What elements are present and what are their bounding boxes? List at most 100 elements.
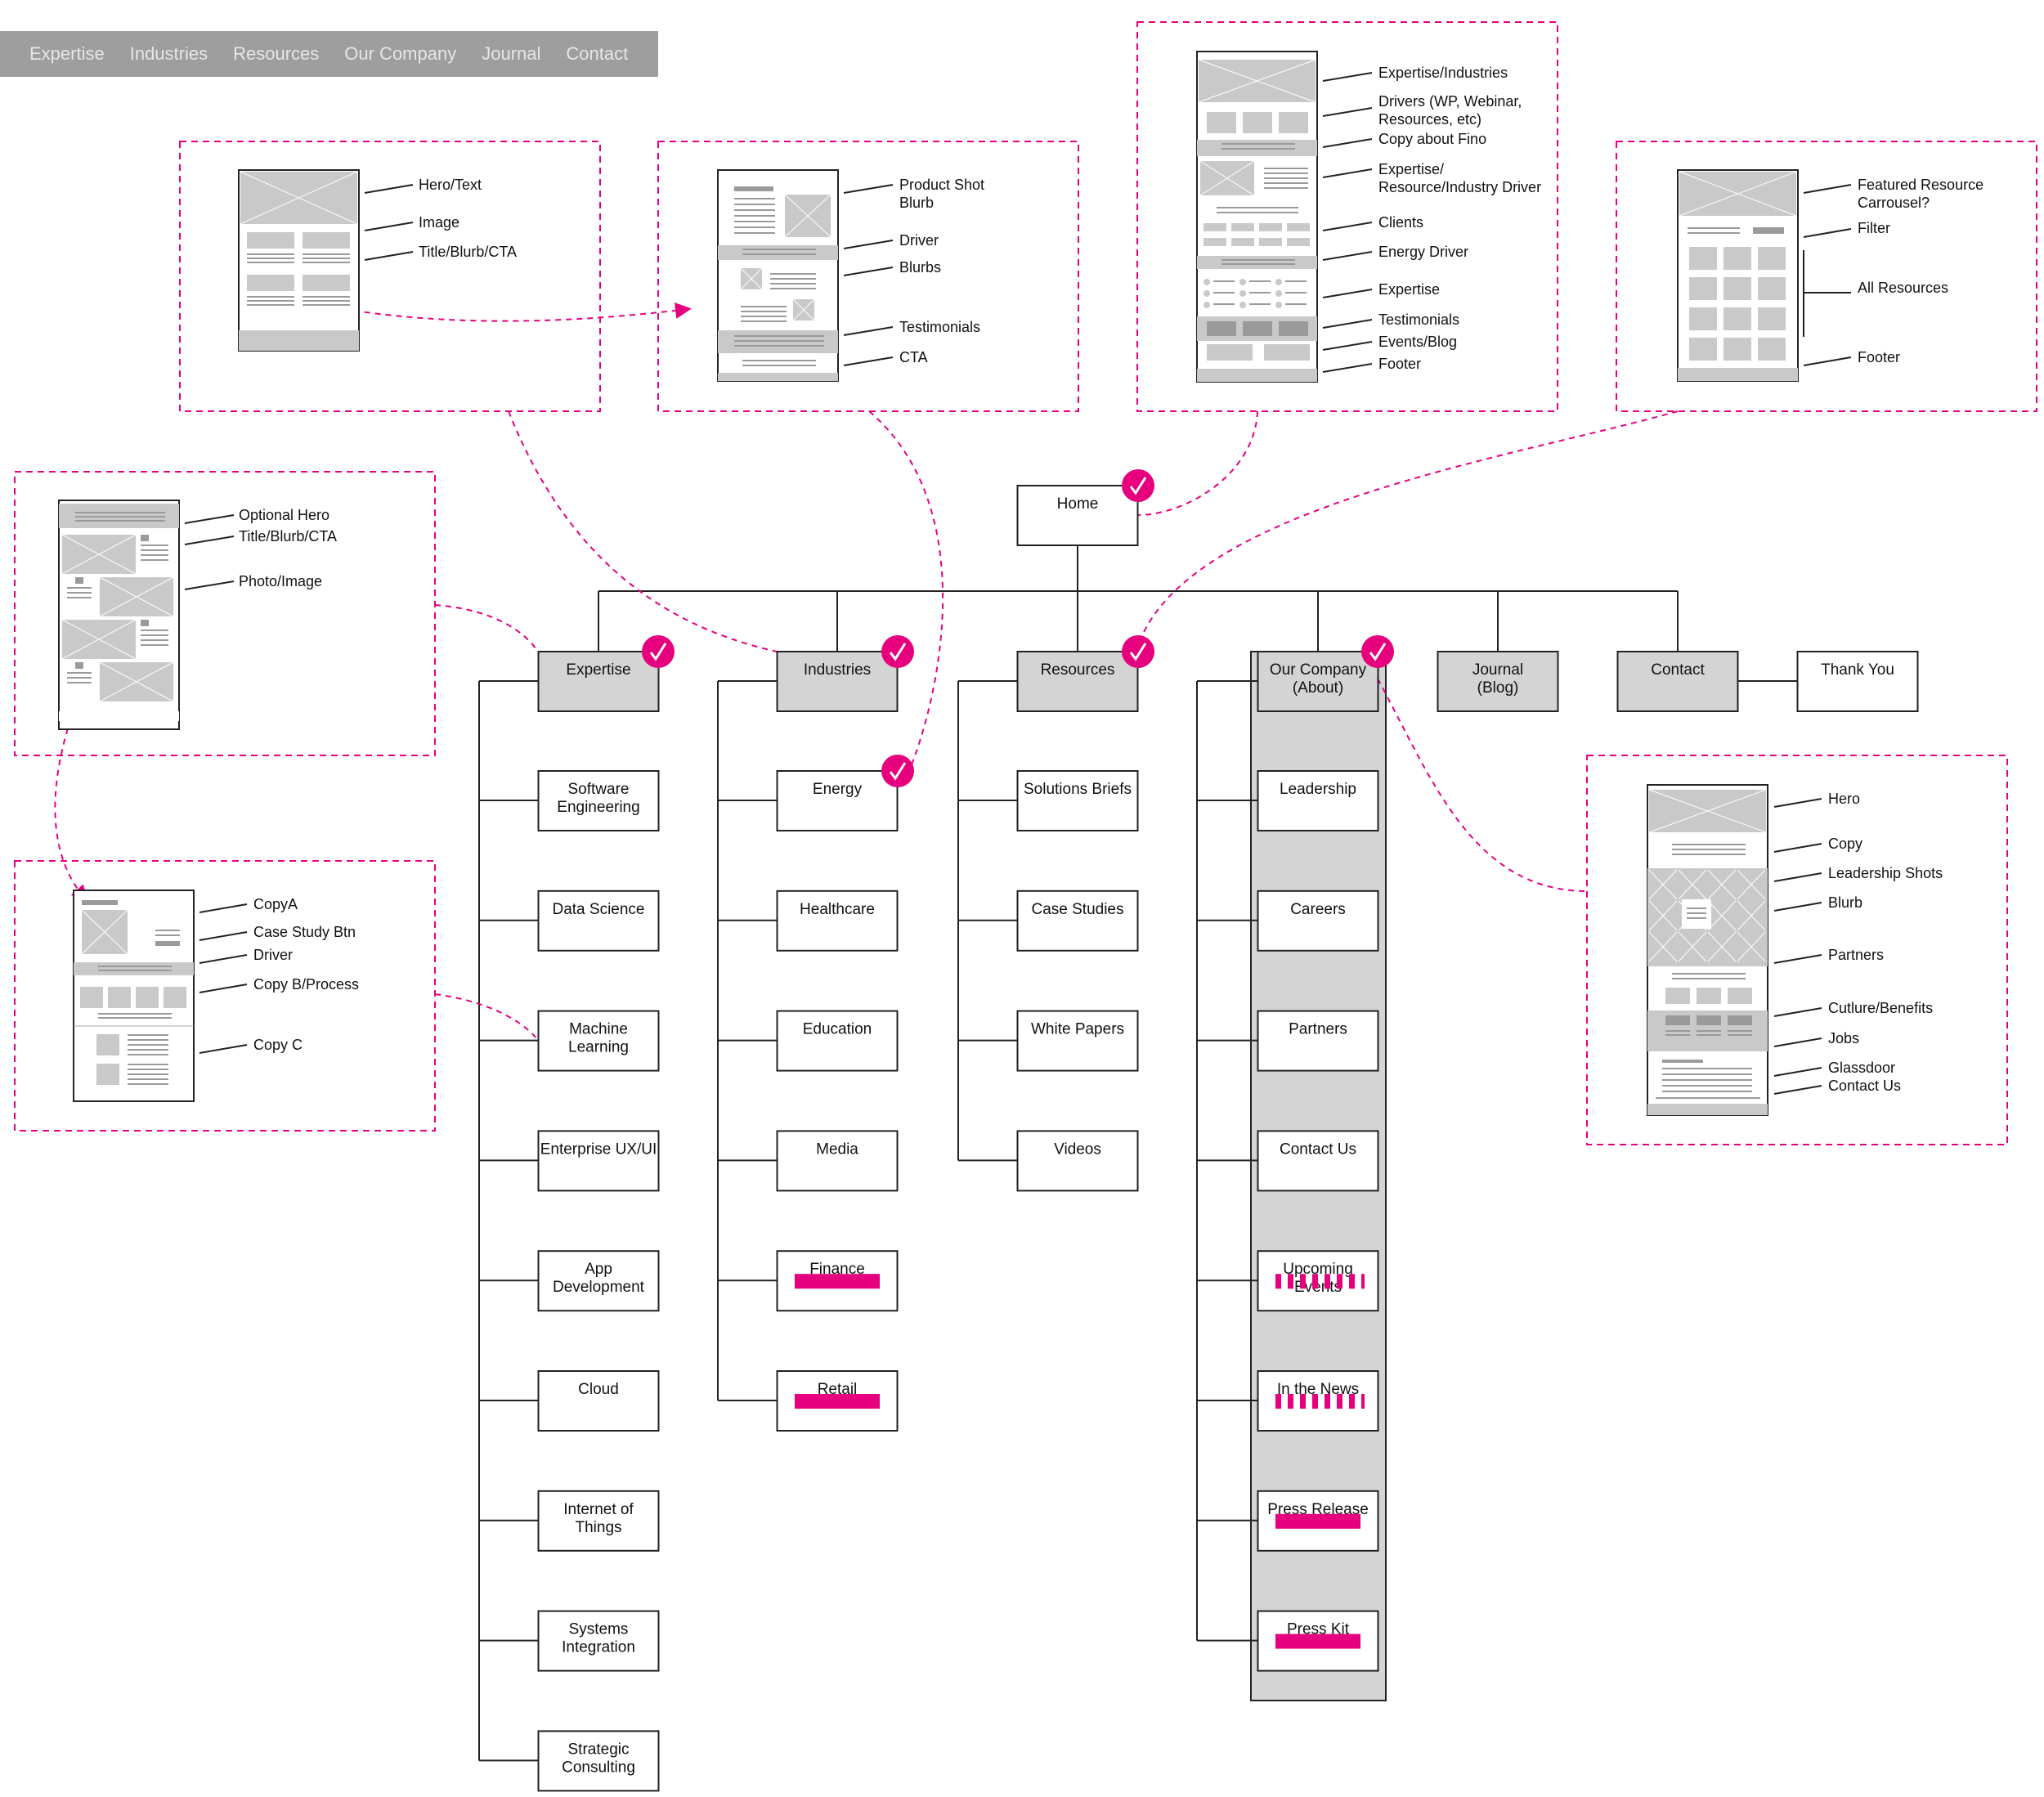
link-hero-to-product [343, 302, 692, 322]
svg-text:Footer: Footer [1858, 349, 1900, 365]
nav-item-resources[interactable]: Resources [233, 43, 320, 64]
node-case-studies[interactable]: Case Studies [1016, 890, 1139, 952]
node-label: Integration [562, 1639, 635, 1656]
node-box[interactable] [537, 1130, 660, 1192]
svg-text:Featured Resource: Featured Resource [1858, 177, 1983, 193]
svg-text:Image: Image [419, 214, 459, 231]
node-data-science[interactable]: Data Science [537, 890, 660, 952]
node-expertise[interactable]: Expertise [537, 651, 660, 712]
node-energy[interactable]: Energy [776, 770, 899, 831]
node-in-the-news[interactable]: In the News [1257, 1370, 1379, 1432]
nav-item-journal[interactable]: Journal [482, 43, 541, 64]
node-contact-us[interactable]: Contact Us [1257, 1130, 1379, 1192]
link-resources-frame-to-resources [1137, 410, 1679, 647]
node-cloud[interactable]: Cloud [537, 1370, 660, 1432]
node-box[interactable] [537, 770, 660, 831]
node-retail[interactable]: Retail [776, 1370, 899, 1432]
node-label: Things [575, 1519, 621, 1536]
node-box[interactable] [776, 770, 899, 831]
node-our-company-about[interactable]: Our Company(About) [1257, 651, 1379, 712]
node-upcoming-events[interactable]: UpcomingEvents [1257, 1250, 1379, 1312]
annotation-home: Resources, etc) [1378, 111, 1481, 128]
frame-resources [1616, 141, 2037, 412]
link-hero-to-industries [508, 410, 778, 652]
svg-text:Title/Blurb/CTA: Title/Blurb/CTA [239, 528, 337, 544]
nav-item-industries[interactable]: Industries [129, 43, 208, 64]
node-box[interactable] [1257, 770, 1379, 831]
node-box[interactable] [537, 1730, 660, 1792]
node-label: App [585, 1261, 612, 1278]
annotation-home: Events/Blog [1322, 334, 1457, 351]
node-partners[interactable]: Partners [1257, 1010, 1379, 1072]
node-home[interactable]: Home [1016, 485, 1139, 546]
svg-text:Expertise/: Expertise/ [1378, 161, 1444, 177]
link-expertise-thumb-to-case-study [54, 678, 88, 902]
node-thank-you[interactable]: Thank You [1796, 651, 1919, 712]
node-solutions-briefs[interactable]: Solutions Briefs [1016, 770, 1139, 831]
node-white-papers[interactable]: White Papers [1016, 1010, 1139, 1072]
node-box[interactable] [1016, 1130, 1139, 1192]
node-box[interactable] [537, 1490, 660, 1552]
annotation-product: Blurb [899, 195, 934, 211]
node-careers[interactable]: Careers [1257, 890, 1379, 952]
svg-text:Expertise/Industries: Expertise/Industries [1378, 65, 1508, 81]
node-enterprise-ux-ui[interactable]: Enterprise UX/UI [537, 1130, 660, 1192]
node-box[interactable] [1257, 1010, 1379, 1072]
node-journal-blog[interactable]: Journal(Blog) [1437, 651, 1559, 712]
node-press-release[interactable]: Press Release [1257, 1490, 1379, 1552]
node-finance[interactable]: Finance [776, 1250, 899, 1312]
approved-check-icon [881, 755, 914, 787]
node-box[interactable] [1437, 651, 1559, 712]
removed-marker [795, 1274, 880, 1289]
node-box[interactable] [1796, 651, 1919, 712]
nav-item-our-company[interactable]: Our Company [344, 43, 457, 64]
node-box[interactable] [1016, 890, 1139, 952]
annotation-expertise: Photo/Image [184, 573, 322, 590]
node-box[interactable] [1016, 1010, 1139, 1072]
node-box[interactable] [776, 651, 899, 712]
node-box[interactable] [1616, 651, 1739, 712]
link-company-to-about-frame [1377, 678, 1588, 892]
svg-text:Resources, etc): Resources, etc) [1378, 111, 1481, 128]
node-box[interactable] [537, 1010, 660, 1072]
node-box[interactable] [537, 651, 660, 712]
node-box[interactable] [776, 1010, 899, 1072]
node-education[interactable]: Education [776, 1010, 899, 1072]
svg-text:Driver: Driver [899, 232, 939, 249]
node-press-kit[interactable]: Press Kit [1257, 1610, 1379, 1672]
node-label: Media [816, 1140, 858, 1158]
node-box[interactable] [537, 1370, 660, 1432]
node-label: Machine [569, 1021, 628, 1038]
node-videos[interactable]: Videos [1016, 1130, 1139, 1192]
node-box[interactable] [1257, 890, 1379, 952]
svg-text:Copy about Fino: Copy about Fino [1378, 131, 1486, 147]
node-box[interactable] [1257, 651, 1379, 712]
node-label: Journal [1472, 661, 1523, 679]
node-box[interactable] [1016, 651, 1139, 712]
node-box[interactable] [537, 890, 660, 952]
node-box[interactable] [1257, 1130, 1379, 1192]
node-box[interactable] [776, 890, 899, 952]
nav-item-expertise[interactable]: Expertise [29, 43, 105, 64]
thumb-product [717, 169, 839, 382]
node-industries[interactable]: Industries [776, 651, 899, 712]
node-contact[interactable]: Contact [1616, 651, 1739, 712]
node-box[interactable] [537, 1610, 660, 1672]
node-box[interactable] [776, 1130, 899, 1192]
node-box[interactable] [537, 1250, 660, 1312]
node-box[interactable] [1016, 485, 1139, 546]
nav-item-contact[interactable]: Contact [566, 43, 629, 64]
node-label: Engineering [557, 799, 639, 816]
node-resources[interactable]: Resources [1016, 651, 1139, 712]
node-media[interactable]: Media [776, 1130, 899, 1192]
node-box[interactable] [1016, 770, 1139, 831]
node-healthcare[interactable]: Healthcare [776, 890, 899, 952]
node-leadership[interactable]: Leadership [1257, 770, 1379, 831]
